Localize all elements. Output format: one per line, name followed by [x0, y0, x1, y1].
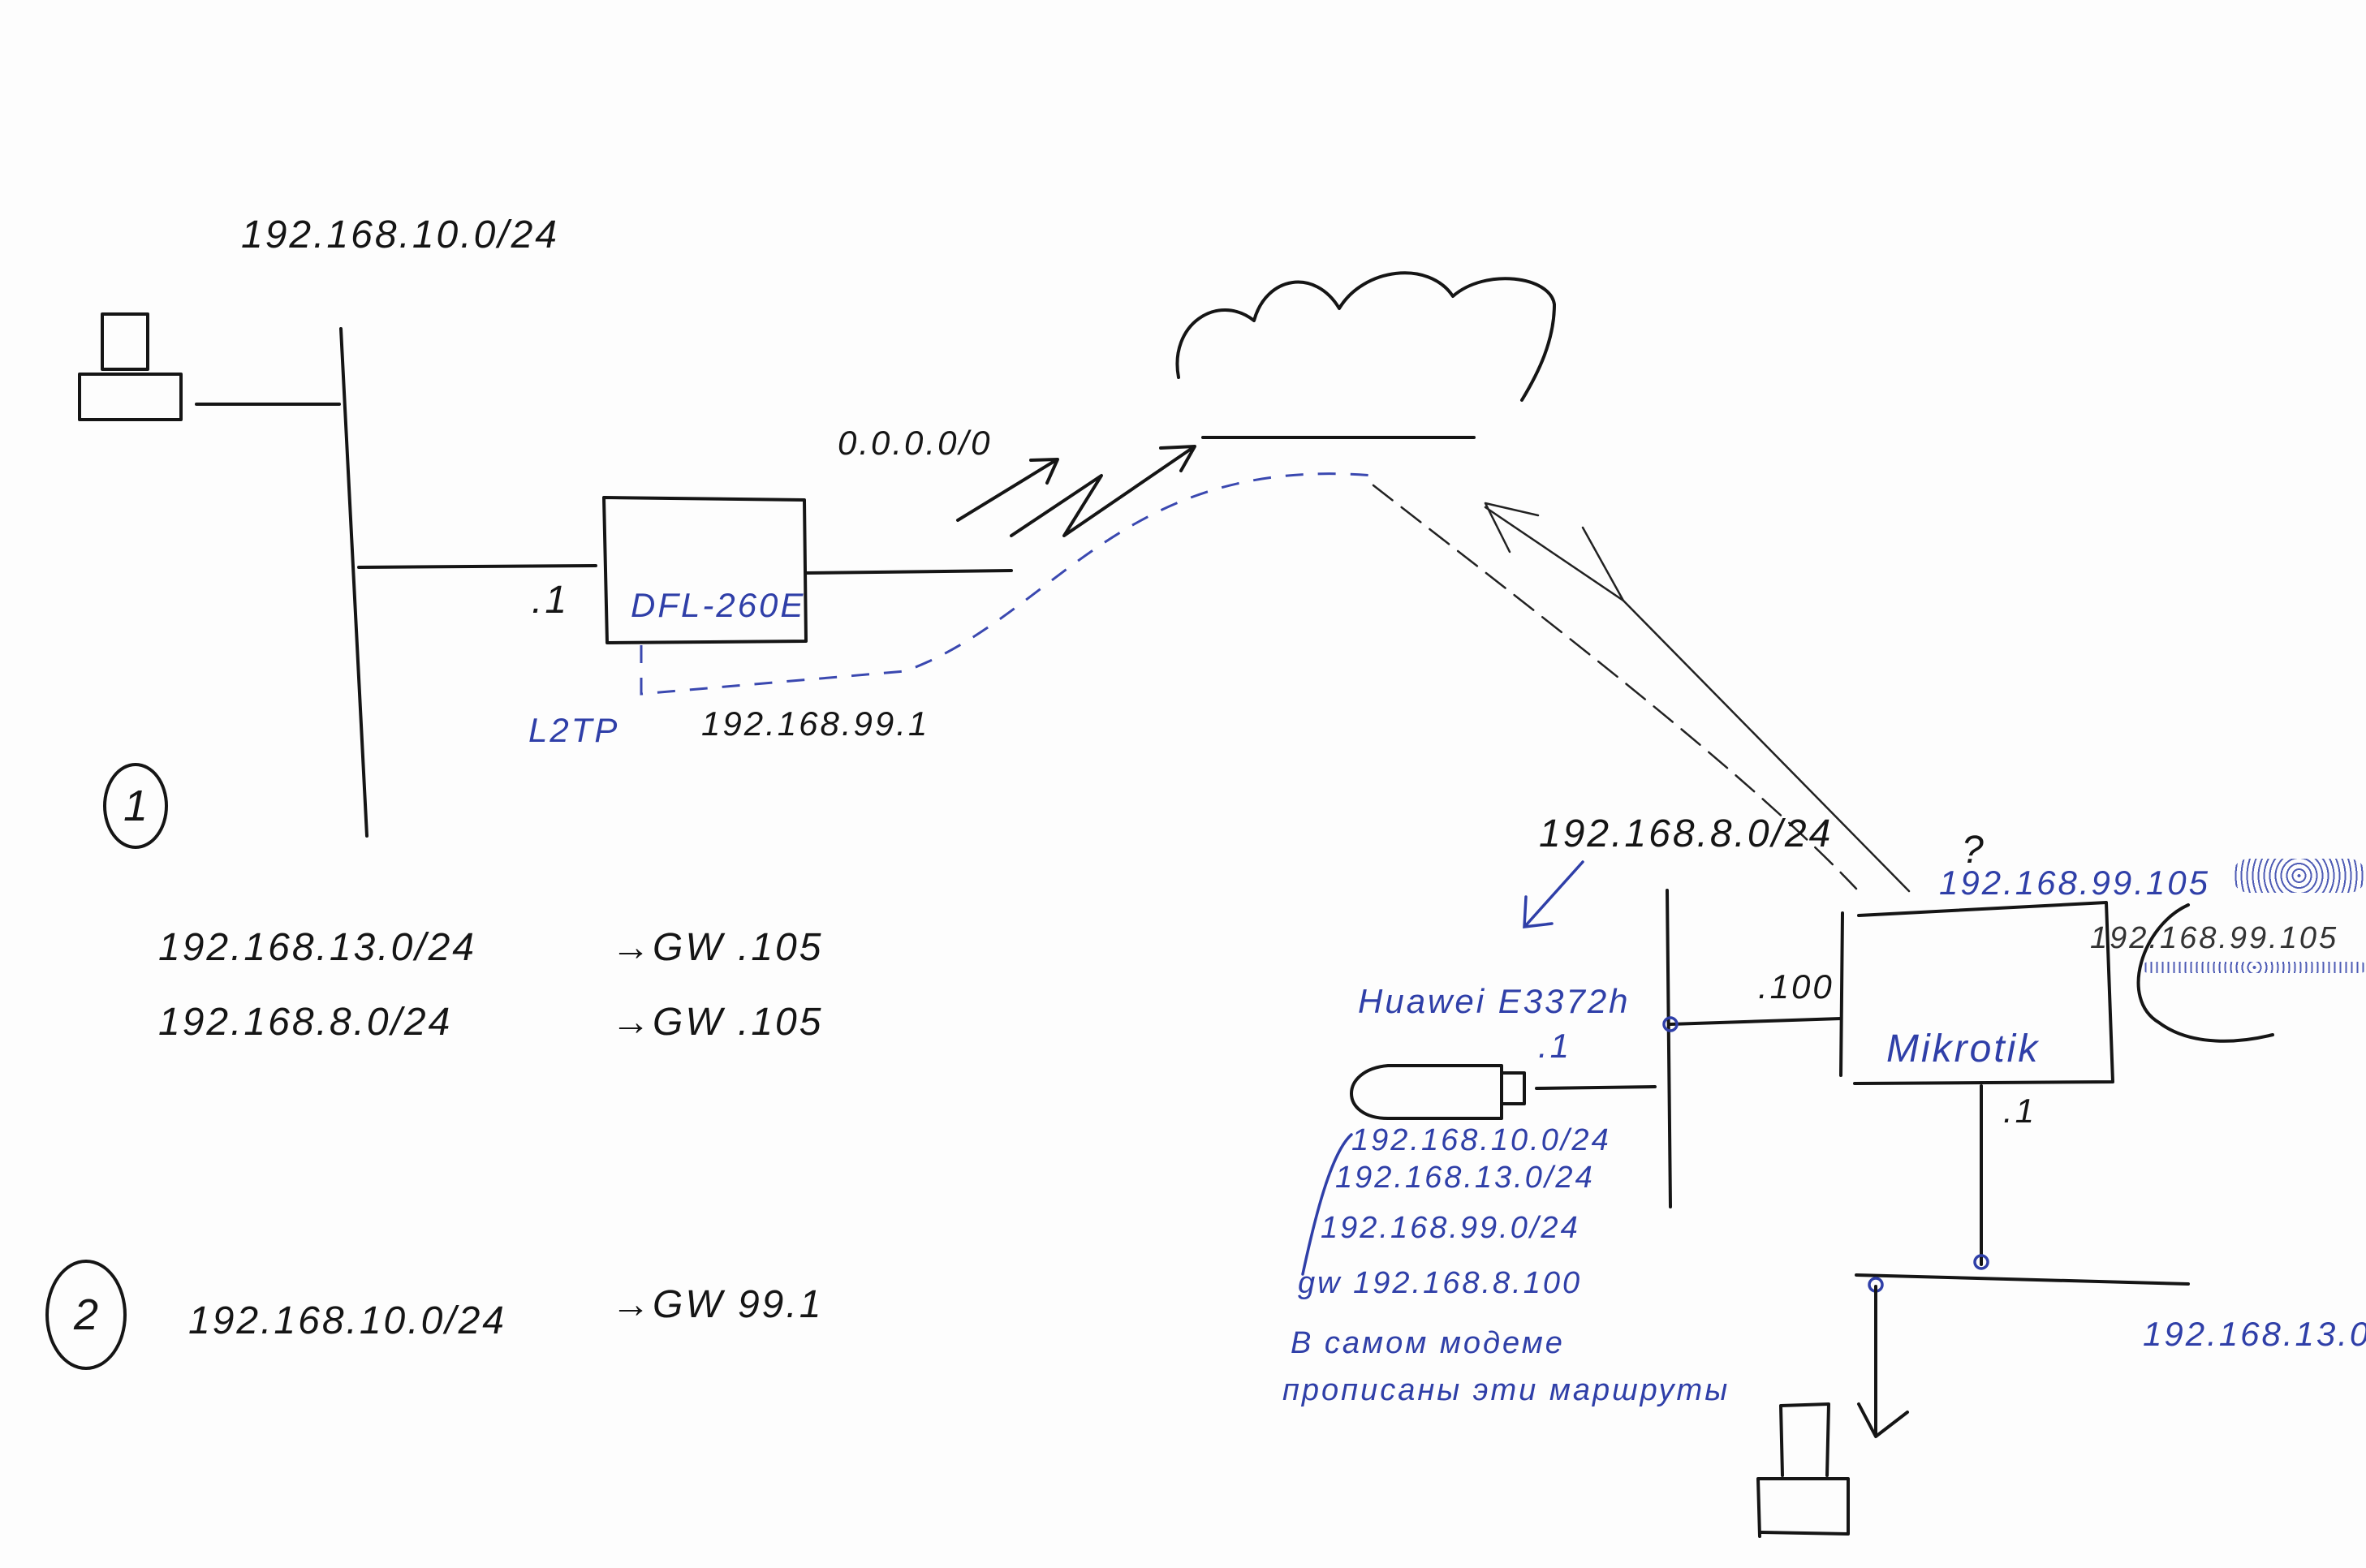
crossed-out-arc	[2136, 903, 2274, 1043]
arrow-head-icon	[1484, 502, 1625, 602]
bottom-computer-icon	[1756, 1402, 1850, 1538]
modem-note: прописаны эти маршруты	[1282, 1373, 1730, 1407]
route-gateway: →GW 99.1	[611, 1283, 824, 1326]
down-arrow-icon	[1857, 1285, 1909, 1438]
lan-to-dfl-link	[357, 564, 597, 569]
crossed-out-ip: 192.168.99.105	[2090, 921, 2339, 955]
bus-junction-icon	[1662, 1016, 1679, 1032]
route-gateway: →GW .105	[611, 1001, 824, 1044]
site2-lan2-label: 192.168.13.0/24	[2143, 1315, 2366, 1353]
left-computer-icon	[78, 312, 183, 421]
mikrotik-lan2-ip: .1	[2003, 1092, 2037, 1130]
cloud-to-mikrotik-line	[1372, 484, 1858, 890]
option-1-marker: 1	[103, 763, 168, 849]
l2tp-tunnel-line	[640, 472, 1374, 696]
modem-label: Huawei E3372h	[1358, 982, 1631, 1020]
dfl-wan-link	[804, 569, 1013, 575]
lan-arrow-icon	[1523, 860, 1584, 928]
modem-route: 192.168.10.0/24	[1351, 1123, 1611, 1157]
modem-gateway: gw 192.168.8.100	[1298, 1266, 1583, 1300]
modem-link	[1535, 1085, 1657, 1090]
route-network: 192.168.13.0/24	[158, 926, 476, 969]
mikrotik-tunnel-ip: 192.168.99.105	[1939, 864, 2210, 902]
l2tp-label: L2TP	[528, 711, 620, 749]
tunnel-ip-label: 192.168.99.1	[701, 704, 930, 743]
mikrotik-lan-ip: .100	[1758, 967, 1834, 1006]
modem-route: 192.168.13.0/24	[1335, 1161, 1595, 1195]
dfl-router-label: DFL-260E	[631, 586, 806, 624]
route-gateway: →GW .105	[611, 926, 824, 969]
question-mark: ?	[1962, 829, 1986, 872]
lan-bus-right	[1666, 889, 1672, 1208]
scribble-out	[2232, 859, 2366, 893]
lan-bus-left	[339, 327, 368, 838]
mikrotik-router-box	[1839, 901, 2114, 1085]
internet-cloud-icon	[1175, 271, 1556, 402]
site2-lan-label: 192.168.8.0/24	[1539, 812, 1834, 855]
wan-label: 0.0.0.0/0	[838, 424, 993, 462]
bus-junction-icon	[1973, 1254, 1989, 1270]
route-network: 192.168.10.0/24	[188, 1299, 506, 1342]
mikrotik-label: Mikrotik	[1886, 1027, 2041, 1070]
lan2-bus	[1855, 1273, 2190, 1286]
modem-ip: .1	[1538, 1027, 1572, 1065]
internet-link-arrow-icon	[956, 445, 1196, 537]
site1-lan-label: 192.168.10.0/24	[241, 213, 559, 256]
modem-route: 192.168.99.0/24	[1321, 1211, 1580, 1245]
option-2-marker: 2	[45, 1260, 127, 1370]
usb-modem-icon	[1350, 1064, 1526, 1120]
route-brace	[1301, 1133, 1353, 1276]
modem-note: В самом модеме	[1291, 1326, 1565, 1360]
dfl-router-box	[602, 496, 808, 644]
scribble-out	[2143, 962, 2366, 973]
route-network: 192.168.8.0/24	[158, 1001, 453, 1044]
dfl-ip-label: .1	[532, 579, 570, 622]
lan-to-mikrotik-link	[1669, 1017, 1842, 1026]
